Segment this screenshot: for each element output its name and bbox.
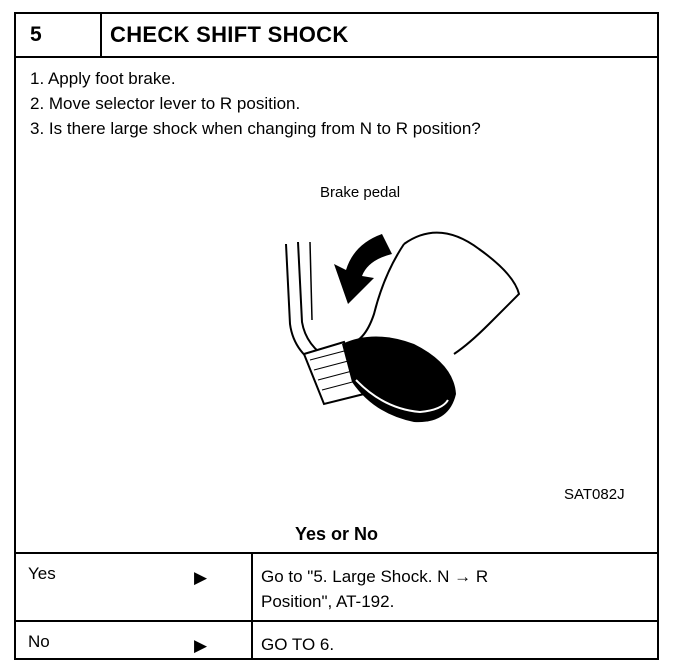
arrow-right-icon: ▶ [194, 636, 208, 655]
action-line: Go to "5. Large Shock. N → R [261, 567, 489, 586]
answer-row-yes: Yes ▶ Go to "5. Large Shock. N → R Posit… [16, 554, 657, 622]
yes-or-no-question: Yes or No [294, 524, 379, 544]
answer-table: Yes ▶ Go to "5. Large Shock. N → R Posit… [16, 552, 657, 660]
column-divider [251, 554, 253, 620]
answer-label: Yes [28, 564, 56, 583]
answer-row-no: No ▶ GO TO 6. [16, 622, 657, 660]
figure-label: Brake pedal [320, 184, 401, 201]
arrow-right-icon: ▶ [194, 568, 208, 587]
instruction-1: 1. Apply foot brake. [30, 69, 176, 88]
action-line: Position", AT-192. [261, 592, 395, 611]
step-title: CHECK SHIFT SHOCK [110, 22, 349, 47]
action-line: GO TO 6. [261, 635, 335, 654]
instruction-list: 1. Apply foot brake. 2. Move selector le… [30, 66, 481, 141]
step-header: 5 CHECK SHIFT SHOCK [16, 14, 657, 58]
figure-code: SAT082J [564, 486, 625, 503]
answer-label: No [28, 632, 50, 651]
diagnostic-step-box: 5 CHECK SHIFT SHOCK 1. Apply foot brake.… [14, 12, 659, 660]
instruction-3: 3. Is there large shock when changing fr… [30, 119, 481, 138]
column-divider [251, 622, 253, 660]
brake-pedal-illustration [285, 231, 521, 423]
instruction-2: 2. Move selector lever to R position. [30, 94, 301, 113]
step-number: 5 [16, 14, 102, 56]
answer-action: Go to "5. Large Shock. N → R Position", … [261, 564, 621, 614]
answer-action: GO TO 6. [261, 632, 621, 657]
